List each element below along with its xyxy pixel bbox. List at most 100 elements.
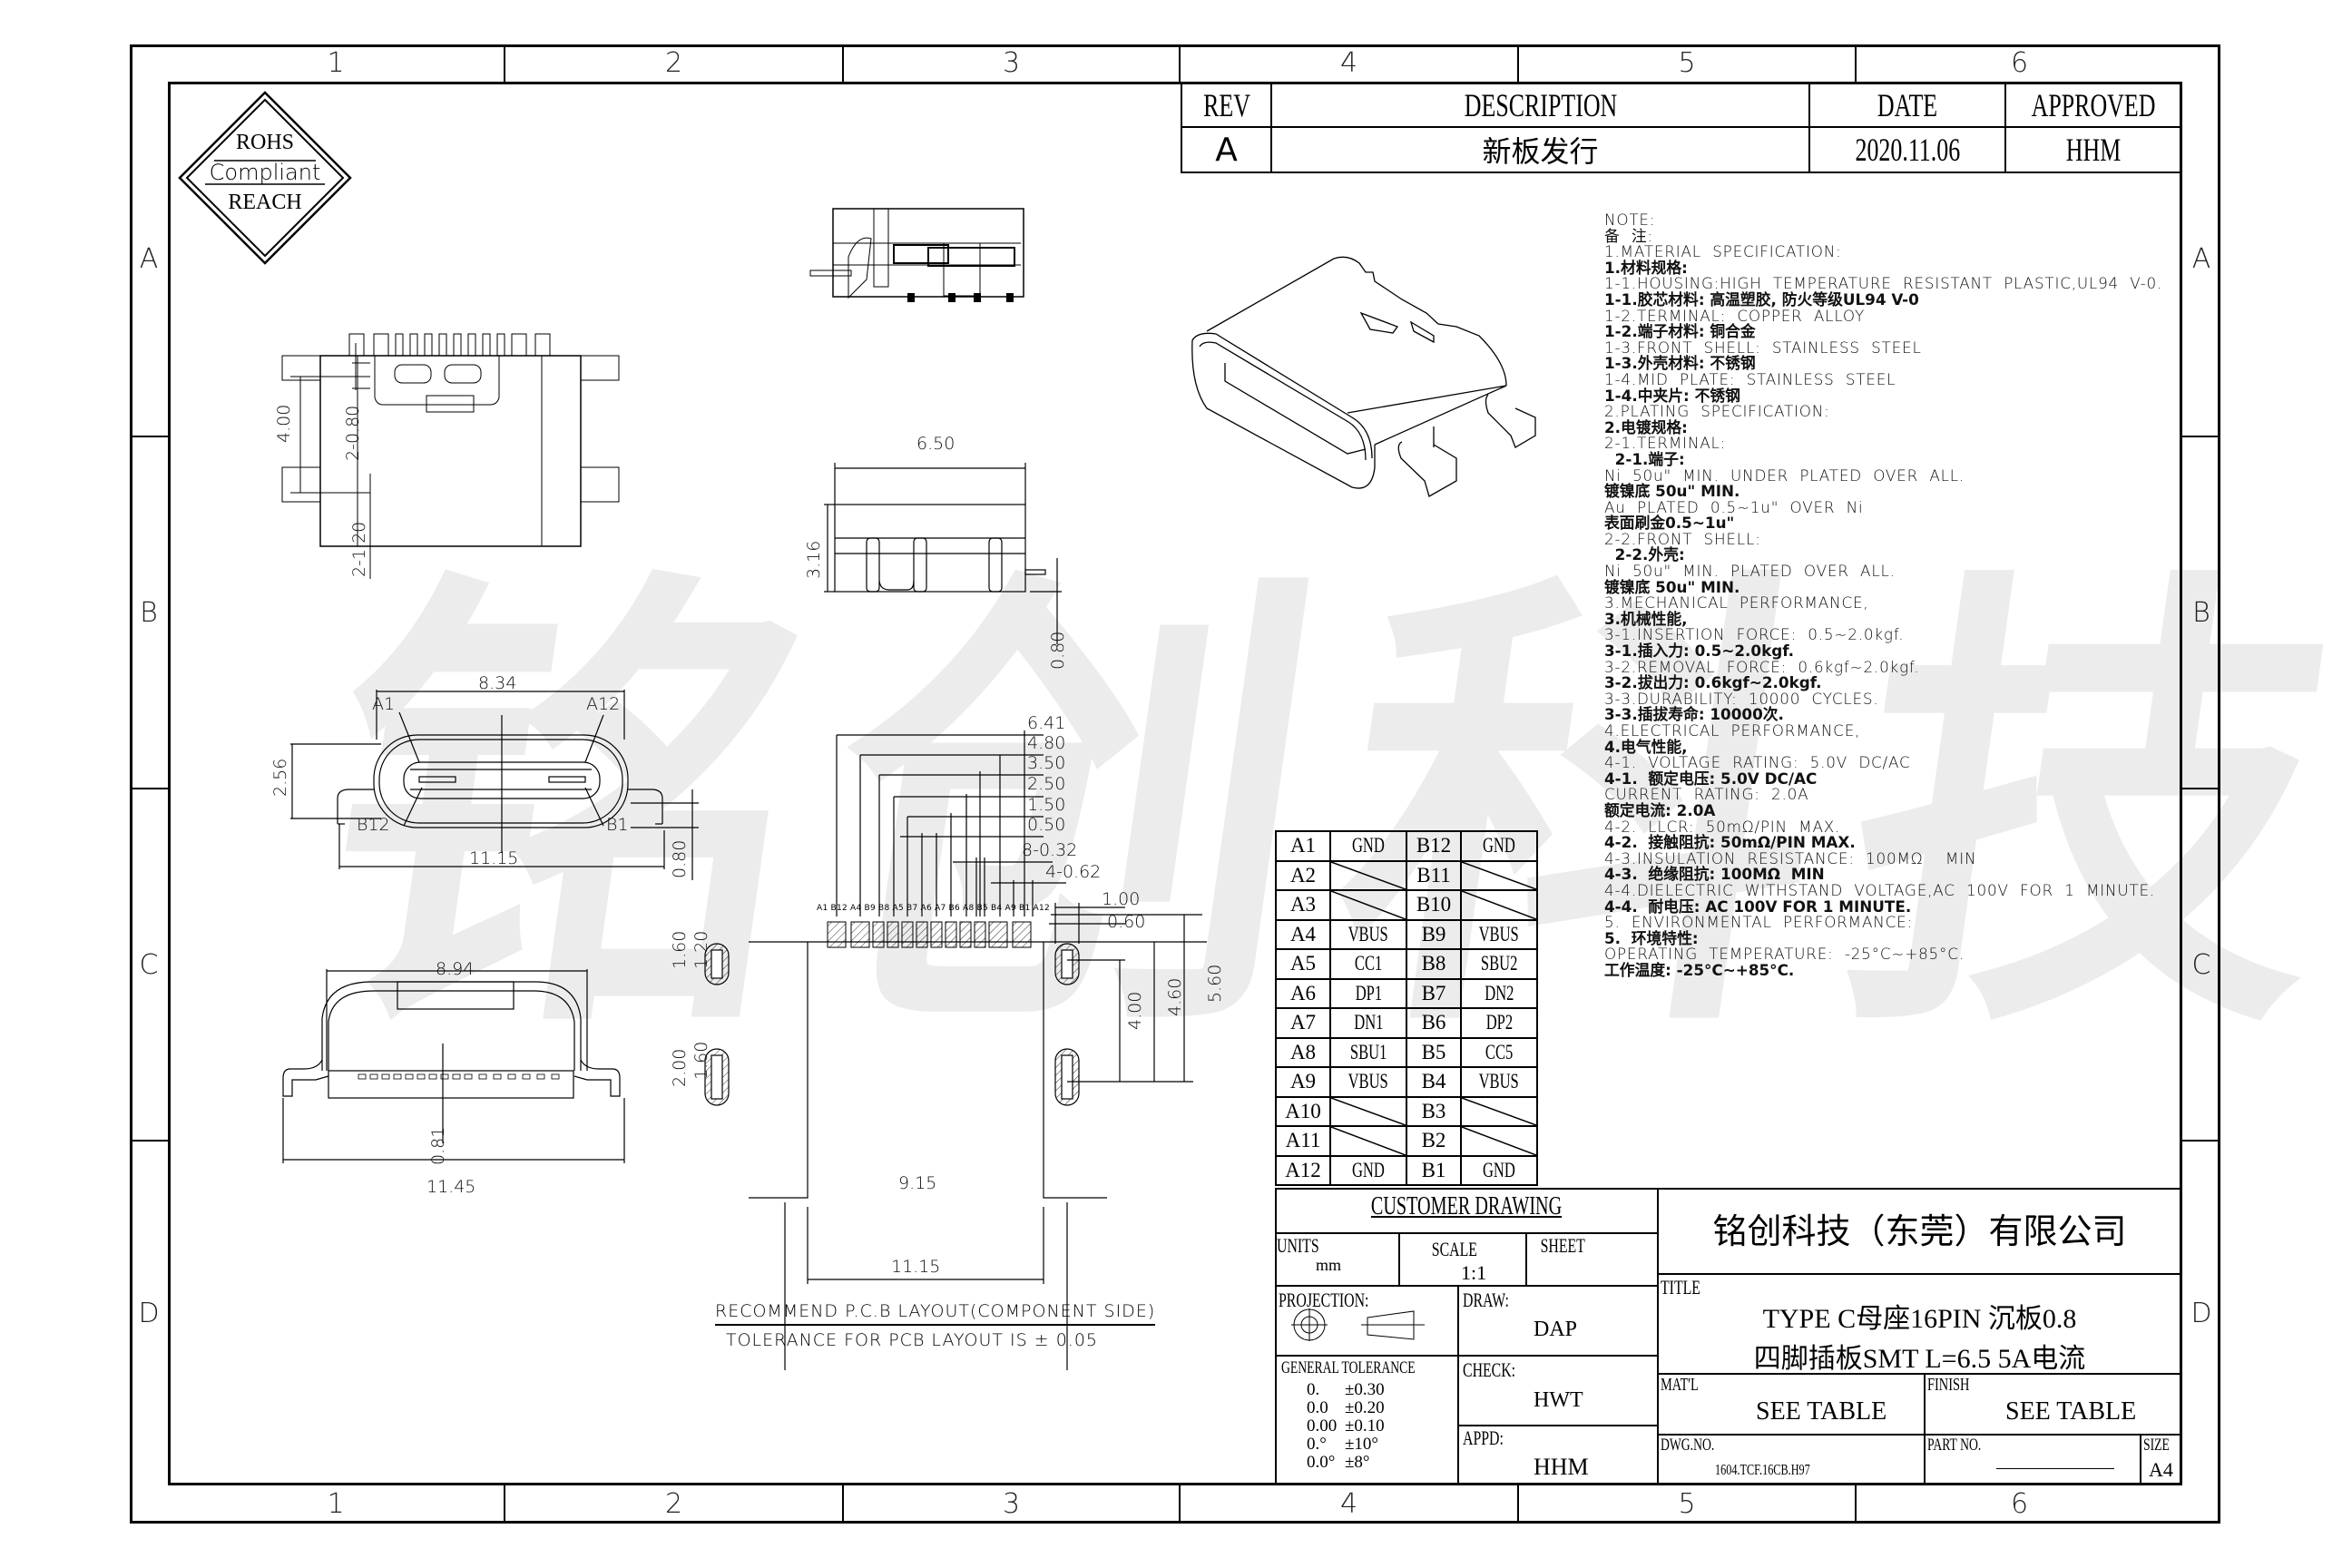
zone-col-2: 2 [505,1485,844,1523]
note-line: 1-4.MID PLATE: STAINLESS STEEL [1604,369,1896,388]
note-line: 5. ENVIRONMENTAL PERFORMANCE: [1604,913,1913,932]
top-view-drawing [281,333,620,547]
dim-pcb-1-00: 1.00 [1102,889,1141,909]
pin-signal-cell [1329,1125,1407,1157]
dim-pcb-4-00: 4.00 [1125,991,1145,1030]
note-line: 3-2.拔出力: 0.6kgf~2.0kgf. [1604,673,1822,692]
dim-pcb-5-60: 5.60 [1205,964,1225,1003]
drawing-inner-frame [168,82,2182,1485]
note-line: 1-2.端子材料: 铜合金 [1604,322,1756,341]
note-line: 1-1.HOUSING:HIGH TEMPERATURE RESISTANT P… [1604,274,2163,293]
dim-front-11-15: 11.15 [469,848,519,868]
divider [1398,1232,1400,1287]
zone-col-4: 4 [1181,44,1519,82]
pin-id-cell: A11 [1275,1125,1331,1157]
label-b1: B1 [606,815,629,835]
pin-id-cell: B5 [1406,1036,1462,1068]
note-line: 1-1.胶芯材料: 高温塑胶, 防火等级UL94 V-0 [1604,289,1919,309]
note-line: 2.PLATING SPECIFICATION: [1604,402,1830,421]
dim-side-3-16: 3.16 [804,540,824,579]
dwg-no-label: DWG.NO. [1661,1436,1715,1455]
dim-pcb-left-1-60: 1.60 [670,930,690,969]
note-line: 4.电气性能, [1604,737,1688,756]
divider [1275,1232,1659,1234]
title-label: TITLE [1661,1276,1700,1298]
projection-label: PROJECTION: [1279,1289,1369,1311]
note-line: 3.机械性能, [1604,609,1688,628]
units-value: mm [1316,1256,1342,1274]
approved-header: APPROVED [2004,82,2183,128]
pin-signal-cell: GND [1460,830,1538,862]
badge-reach-text: REACH [228,191,302,214]
size-value: A4 [2149,1458,2173,1481]
rev-header: REV [1180,82,1273,128]
label-a12: A12 [586,694,621,714]
scale-label: SCALE [1431,1238,1477,1260]
pin-signal-cell: CC5 [1460,1036,1538,1068]
zone-row-a: A [130,82,168,437]
pin-signal-cell [1460,1125,1538,1157]
note-line: 2.电镀规格: [1604,417,1688,436]
revision-row: A 新板发行 2020.11.06 HHM [1180,126,2183,173]
pin-id-cell: A12 [1275,1154,1331,1186]
rohs-reach-badge: ROHS Compliant REACH [174,87,356,269]
diamond-icon [178,91,352,265]
pcb-pin-label: A4 [850,904,862,913]
note-line: Ni 50u" MIN. UNDER PLATED OVER ALL. [1604,466,1965,485]
dim-pcb-4-60: 4.60 [1165,977,1185,1016]
part-no-label: PART NO. [1927,1436,1982,1455]
pin-signal-cell [1460,1095,1538,1127]
date-value: 2020.11.06 [1808,126,2006,173]
top-view-dim-lines [290,343,371,579]
dwg-no-value: 1604.TCF.16CB.H97 [1715,1461,1810,1478]
pin-id-cell: A4 [1275,918,1331,950]
description-header: DESCRIPTION [1270,82,1811,128]
pcb-pin-label: B8 [878,904,890,913]
tolerance-row: 0.00±0.10 [1307,1416,1385,1436]
badge-rohs-text: ROHS [235,131,295,154]
pin-signal-cell: GND [1329,1154,1407,1186]
note-line: 5. 环境特性: [1604,928,1699,947]
pin-signal-cell [1329,859,1407,891]
note-line: OPERATING TEMPERATURE: -25°C~+85°C. [1604,945,1965,964]
part-no-blank [1996,1468,2114,1469]
revision-table: REV DESCRIPTION DATE APPROVED A 新板发行 202… [1180,82,2183,173]
pin-signal-cell [1329,1095,1407,1127]
pin-id-cell: B7 [1406,977,1462,1009]
rev-value: A [1180,126,1273,173]
pin-id-cell: A7 [1275,1007,1331,1039]
pcb-pin-label: B4 [991,904,1003,913]
badge-compliant-text: Compliant [209,160,321,185]
dim-pcb-2-50: 2.50 [1027,774,1066,794]
dim-pcb-11-15: 11.15 [891,1257,941,1277]
pcb-layout-drawing [704,730,1207,1370]
divider [1275,1285,1659,1287]
note-line: 3-1.插入力: 0.5~2.0kgf. [1604,642,1795,661]
side-view-drawing [824,463,1062,644]
pcb-pin-label: B9 [864,904,877,913]
dim-rear-11-45: 11.45 [426,1177,476,1197]
pin-signal-cell [1329,889,1407,921]
pcb-pin-label: B7 [906,904,918,913]
note-line: 4-1. VOLTAGE RATING: 5.0V DC/AC [1604,753,1911,772]
company-name: 铭创科技（东莞）有限公司 [1712,1213,2127,1251]
note-line: CURRENT RATING: 2.0A [1604,785,1809,804]
zone-col-4: 4 [1181,1485,1519,1523]
pin-id-cell: A9 [1275,1066,1331,1098]
check-value: HWT [1534,1388,1583,1412]
draw-value: DAP [1534,1318,1578,1341]
pcb-tolerance-note: TOLERANCE FOR PCB LAYOUT IS ± 0.05 [726,1330,1099,1350]
pin-id-cell: A2 [1275,859,1331,891]
note-line: 表面刷金0.5~1u" [1604,514,1735,533]
divider [1657,1373,2182,1375]
revision-header-row: REV DESCRIPTION DATE APPROVED [1180,82,2183,128]
note-line: 4-2. LLCR: 50mΩ/PIN MAX. [1604,817,1841,836]
zone-col-3: 3 [844,1485,1181,1523]
